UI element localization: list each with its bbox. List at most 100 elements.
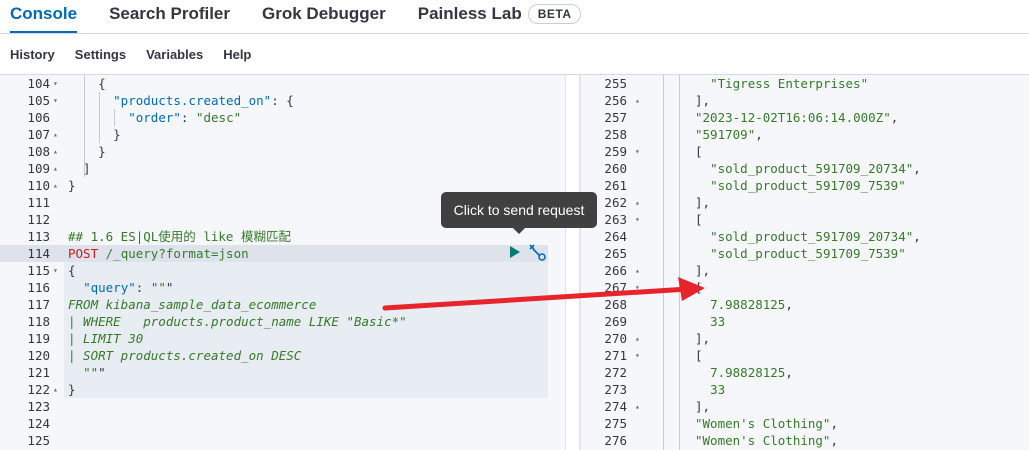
indent-guide bbox=[114, 109, 115, 126]
fold-close-icon[interactable]: ▴ bbox=[53, 147, 58, 156]
line-number: 123 bbox=[27, 399, 50, 414]
code-text: "order": "desc" bbox=[128, 110, 242, 125]
code-text: [ bbox=[695, 348, 703, 363]
code-text: ] bbox=[68, 161, 91, 176]
code-line: 260 "sold_product_591709_20734", bbox=[581, 160, 1029, 177]
fold-open-icon[interactable]: ▾ bbox=[635, 215, 640, 224]
line-number: 270 bbox=[604, 331, 627, 346]
menu-variables[interactable]: Variables bbox=[146, 46, 204, 62]
line-number: 109 bbox=[27, 161, 50, 176]
code-line: 111 bbox=[0, 194, 565, 211]
code-line: 115▾ { bbox=[0, 262, 565, 279]
line-number: 264 bbox=[604, 229, 627, 244]
code-line: 119| LIMIT 30 bbox=[0, 330, 565, 347]
menu-help[interactable]: Help bbox=[223, 46, 252, 62]
code-line: 275"Women's Clothing", bbox=[581, 415, 1029, 432]
active-line-highlight bbox=[0, 245, 548, 262]
play-icon[interactable] bbox=[510, 246, 520, 258]
code-line: 261 "sold_product_591709_7539" bbox=[581, 177, 1029, 194]
editor-lines: 104▾ {105▾ "products.created_on": {106 "… bbox=[0, 75, 565, 449]
line-number: 273 bbox=[604, 382, 627, 397]
fold-open-icon[interactable]: ▾ bbox=[53, 266, 58, 275]
code-text: [ bbox=[695, 212, 703, 227]
fold-open-icon[interactable]: ▾ bbox=[635, 147, 640, 156]
top-navigation: Console Search Profiler Grok Debugger Pa… bbox=[0, 0, 1029, 34]
code-line: 116 "query": """ bbox=[0, 279, 565, 296]
line-number: 265 bbox=[604, 246, 627, 261]
tab-grok-debugger[interactable]: Grok Debugger bbox=[262, 4, 386, 23]
code-line: 112 bbox=[0, 211, 565, 228]
line-number: 115 bbox=[27, 263, 50, 278]
code-line: 264 "sold_product_591709_20734", bbox=[581, 228, 1029, 245]
line-number: 114 bbox=[27, 246, 50, 261]
response-output[interactable]: 255 "Tigress Enterprises"256▴],257"2023-… bbox=[580, 75, 1029, 450]
code-line: 271 ▾ [ bbox=[581, 347, 1029, 364]
fold-close-icon[interactable]: ▴ bbox=[53, 164, 58, 173]
code-text: "591709", bbox=[695, 127, 763, 142]
code-text: "sold_product_591709_20734", bbox=[710, 161, 921, 176]
line-number: 268 bbox=[604, 297, 627, 312]
code-text: { bbox=[68, 76, 106, 91]
line-number: 255 bbox=[604, 76, 627, 91]
code-text: ], bbox=[695, 195, 711, 210]
code-line: 107▴ } bbox=[0, 126, 565, 143]
line-number: 112 bbox=[27, 212, 50, 227]
code-text: "Tigress Enterprises" bbox=[710, 76, 869, 91]
code-line: 276 "Women's Clothing", bbox=[581, 432, 1029, 449]
fold-open-icon[interactable]: ▾ bbox=[53, 96, 58, 105]
fold-close-icon[interactable]: ▴ bbox=[635, 96, 640, 105]
code-line: 109▴ ] bbox=[0, 160, 565, 177]
code-text: "2023-12-02T16:06:14.000Z", bbox=[695, 110, 899, 125]
code-text: "sold_product_591709_7539" bbox=[710, 246, 906, 261]
code-line: 118| WHERE products.product_name LIKE "B… bbox=[0, 313, 565, 330]
code-text: "Women's Clothing", bbox=[695, 433, 838, 448]
fold-close-icon[interactable]: ▴ bbox=[53, 181, 58, 190]
line-number: 260 bbox=[604, 161, 627, 176]
fold-close-icon[interactable]: ▴ bbox=[635, 266, 640, 275]
fold-close-icon[interactable]: ▴ bbox=[635, 334, 640, 343]
fold-close-icon[interactable]: ▴ bbox=[53, 385, 58, 394]
editor-gutter bbox=[0, 75, 64, 450]
output-lines: 255 "Tigress Enterprises"256▴],257"2023-… bbox=[581, 75, 1029, 449]
fold-open-icon[interactable]: ▾ bbox=[635, 283, 640, 292]
fold-close-icon[interactable]: ▴ bbox=[635, 402, 640, 411]
line-number: 104 bbox=[27, 76, 50, 91]
code-text: "products.created_on": { bbox=[113, 93, 294, 108]
menu-settings[interactable]: Settings bbox=[74, 46, 127, 62]
line-number: 124 bbox=[27, 416, 50, 431]
tab-search-profiler[interactable]: Search Profiler bbox=[109, 4, 231, 23]
menu-history[interactable]: History bbox=[10, 46, 55, 62]
code-line: 124 bbox=[0, 415, 565, 432]
code-line: 104▾ { bbox=[0, 75, 565, 92]
fold-close-icon[interactable]: ▴ bbox=[53, 130, 58, 139]
code-text: "Women's Clothing", bbox=[695, 416, 838, 431]
code-text: { bbox=[68, 263, 76, 278]
annotation-arrow bbox=[382, 277, 705, 311]
pane-resizer[interactable] bbox=[565, 75, 580, 450]
code-line: 123 bbox=[0, 398, 565, 415]
code-line: 274▴], bbox=[581, 398, 1029, 415]
code-text: """ bbox=[83, 365, 106, 380]
fold-close-icon[interactable]: ▴ bbox=[635, 198, 640, 207]
line-number: 276 bbox=[604, 433, 627, 448]
console-menu: History Settings Variables Help bbox=[0, 34, 1029, 75]
code-line: 259▾[ bbox=[581, 143, 1029, 160]
fold-open-icon[interactable]: ▾ bbox=[635, 351, 640, 360]
wrench-icon[interactable] bbox=[527, 243, 547, 261]
fold-open-icon[interactable]: ▾ bbox=[53, 79, 58, 88]
request-editor[interactable]: 104▾ {105▾ "products.created_on": {106 "… bbox=[0, 75, 565, 450]
line-number: 262 bbox=[604, 195, 627, 210]
code-text: } bbox=[68, 127, 121, 142]
code-line: 269 33 bbox=[581, 313, 1029, 330]
code-text: 7.98828125, bbox=[710, 365, 793, 380]
line-number: 113 bbox=[27, 229, 50, 244]
indent-guide bbox=[663, 75, 664, 450]
code-text: ## 1.6 ES|QL使用的 like 模糊匹配 bbox=[68, 229, 291, 244]
line-number: 271 bbox=[604, 348, 627, 363]
code-text: | LIMIT 30 bbox=[68, 331, 144, 346]
tab-console[interactable]: Console bbox=[10, 4, 78, 33]
code-line: 265 "sold_product_591709_7539" bbox=[581, 245, 1029, 262]
code-line: 270▴], bbox=[581, 330, 1029, 347]
line-number: 261 bbox=[604, 178, 627, 193]
